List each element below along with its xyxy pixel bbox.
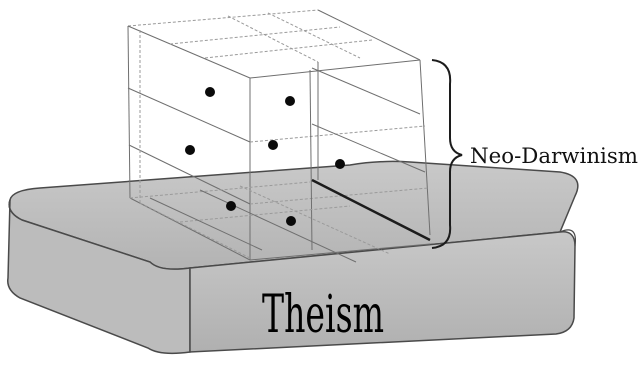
dot bbox=[268, 140, 278, 150]
dot bbox=[285, 96, 295, 106]
slab-front-face bbox=[189, 231, 576, 353]
dot bbox=[205, 87, 215, 97]
dot bbox=[335, 159, 345, 169]
neo-darwinism-label: Neo-Darwinism bbox=[470, 144, 638, 168]
dot bbox=[226, 201, 236, 211]
dots-group bbox=[185, 87, 345, 226]
dot bbox=[286, 216, 296, 226]
theism-label: Theism bbox=[262, 285, 384, 345]
curly-brace-icon bbox=[431, 59, 463, 249]
theism-slab bbox=[7, 160, 579, 355]
glass-box bbox=[127, 9, 431, 263]
dot bbox=[185, 145, 195, 155]
